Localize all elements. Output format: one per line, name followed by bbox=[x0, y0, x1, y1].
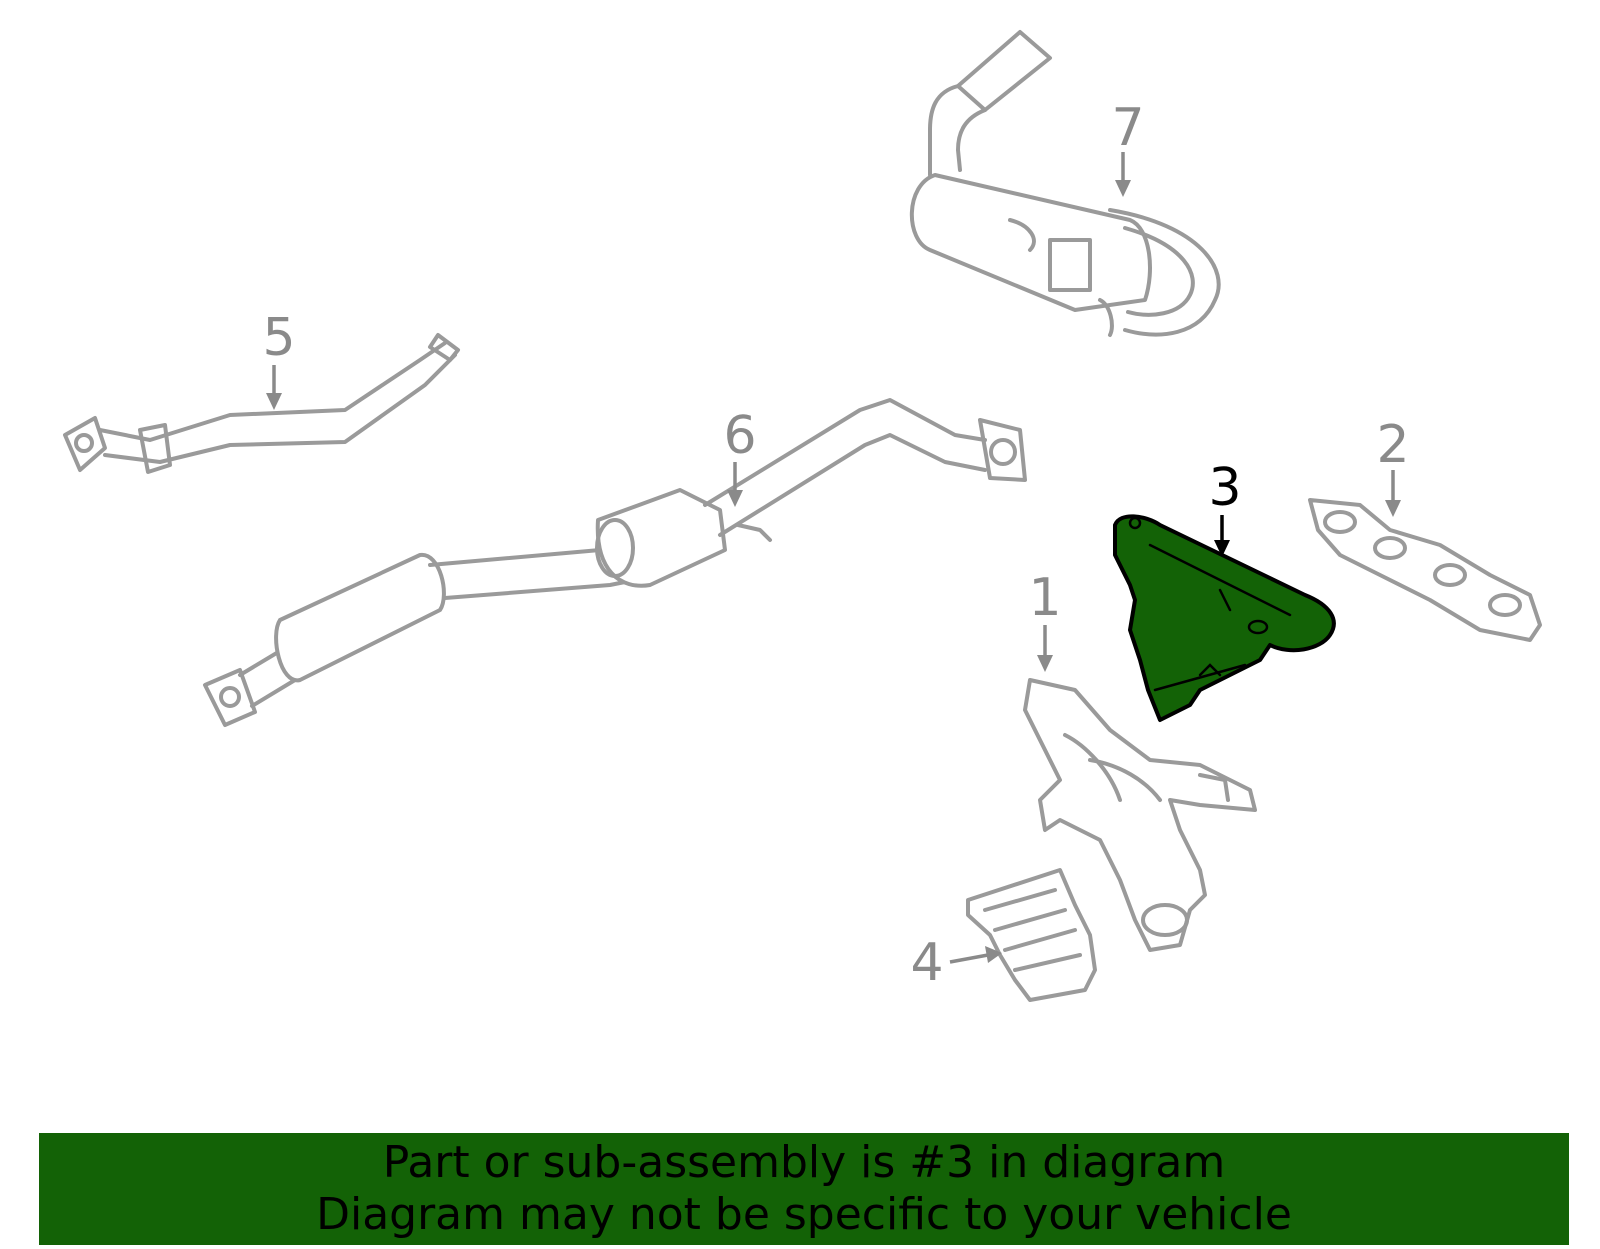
svg-text:4: 4 bbox=[910, 933, 943, 993]
callout-2: 2 bbox=[1376, 415, 1410, 517]
part-4-heat-shield bbox=[966, 868, 1097, 1002]
banner-line-2: Diagram may not be specific to your vehi… bbox=[316, 1189, 1292, 1240]
banner-line-1: Part or sub-assembly is #3 in diagram bbox=[382, 1137, 1226, 1188]
part-5-front-pipe bbox=[63, 333, 460, 474]
svg-text:7: 7 bbox=[1111, 98, 1144, 158]
svg-text:2: 2 bbox=[1376, 415, 1409, 475]
info-banner: Part or sub-assembly is #3 in diagram Di… bbox=[39, 1133, 1569, 1245]
part-1-exhaust-manifold bbox=[1023, 678, 1257, 952]
svg-text:3: 3 bbox=[1208, 458, 1241, 518]
svg-text:5: 5 bbox=[262, 308, 295, 368]
exhaust-parts-diagram: 1 2 3 4 5 6 7 bbox=[63, 30, 1542, 1002]
svg-text:6: 6 bbox=[723, 406, 756, 466]
part-6-center-pipe bbox=[203, 398, 1027, 727]
part-3-heat-shield bbox=[1113, 514, 1336, 722]
part-7-muffler bbox=[909, 30, 1221, 337]
callout-5: 5 bbox=[262, 308, 296, 410]
callout-7: 7 bbox=[1111, 98, 1145, 197]
svg-text:1: 1 bbox=[1028, 568, 1061, 628]
callout-6: 6 bbox=[723, 406, 757, 507]
part-2-gasket bbox=[1308, 498, 1542, 642]
callout-3: 3 bbox=[1208, 458, 1242, 557]
callout-1: 1 bbox=[1028, 568, 1062, 672]
callout-4: 4 bbox=[910, 933, 1002, 993]
